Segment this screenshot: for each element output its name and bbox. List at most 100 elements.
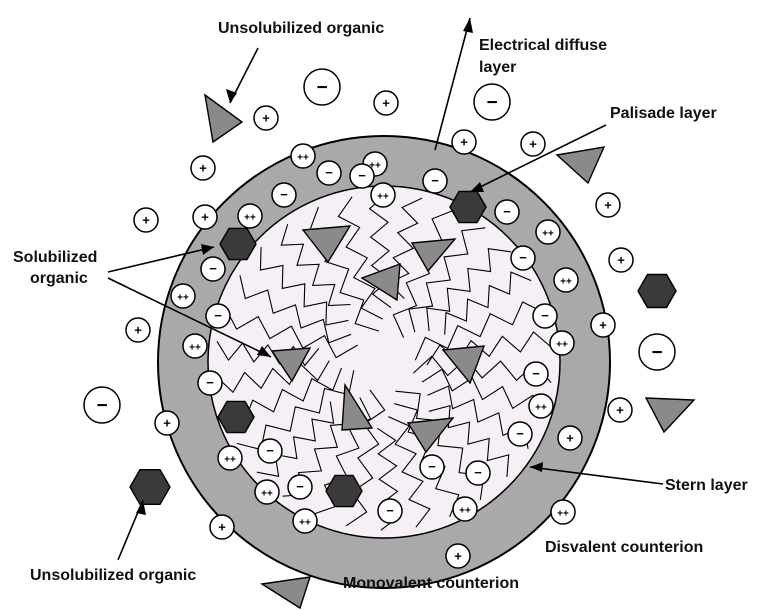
minus-ion-icon: − — [423, 169, 447, 193]
svg-text:+: + — [201, 210, 209, 225]
svg-text:−: − — [516, 426, 524, 441]
divalent-ion-icon: ++ — [293, 509, 317, 533]
minus-ion-icon: − — [511, 246, 535, 270]
plus-ion-icon: + — [193, 205, 217, 229]
svg-text:−: − — [503, 204, 511, 219]
svg-text:++: ++ — [177, 293, 189, 304]
triangle-icon — [557, 147, 604, 183]
svg-text:+: + — [529, 137, 537, 152]
svg-text:++: ++ — [459, 506, 471, 517]
label-monovalent: Monovalent counterion — [343, 575, 519, 592]
minus-ion-icon: − — [495, 200, 519, 224]
svg-text:+: + — [382, 96, 390, 111]
svg-text:−: − — [431, 173, 439, 188]
divalent-ion-icon: ++ — [255, 480, 279, 504]
svg-text:−: − — [296, 479, 304, 494]
plus-ion-icon: + — [609, 248, 633, 272]
svg-text:−: − — [209, 261, 217, 276]
svg-text:+: + — [599, 318, 607, 333]
svg-text:+: + — [142, 213, 150, 228]
label-unsolubilized-bottom: Unsolubilized organic — [30, 567, 196, 584]
svg-text:−: − — [428, 459, 436, 474]
svg-text:−: − — [474, 465, 482, 480]
minus-ion-icon: − — [378, 499, 402, 523]
svg-text:−: − — [266, 443, 274, 458]
svg-text:−: − — [486, 92, 497, 113]
triangle-icon — [646, 398, 694, 432]
divalent-ion-icon: ++ — [550, 331, 574, 355]
minus-ion-icon: − — [288, 475, 312, 499]
minus-ion-icon: − — [350, 164, 374, 188]
plus-ion-icon: + — [126, 318, 150, 342]
svg-text:−: − — [532, 366, 540, 381]
plus-ion-icon: + — [254, 106, 278, 130]
svg-text:+: + — [617, 253, 625, 268]
minus-ion-icon: − — [198, 371, 222, 395]
label-electrical-diffuse-2: layer — [479, 59, 516, 76]
svg-text:+: + — [616, 403, 624, 418]
svg-text:++: ++ — [297, 153, 309, 164]
svg-text:++: ++ — [189, 343, 201, 354]
svg-text:−: − — [651, 342, 662, 363]
plus-ion-icon: + — [452, 130, 476, 154]
label-electrical-diffuse-1: Electrical diffuse — [479, 37, 607, 54]
plus-ion-icon: + — [596, 193, 620, 217]
svg-text:++: ++ — [556, 340, 568, 351]
label-solubilized-2: organic — [30, 270, 88, 287]
label-stern: Stern layer — [665, 477, 748, 494]
minus-ion-icon: − — [201, 257, 225, 281]
minus-ion-icon: − — [304, 69, 340, 105]
plus-ion-icon: + — [191, 156, 215, 180]
divalent-ion-icon: ++ — [536, 220, 560, 244]
minus-ion-icon: − — [420, 455, 444, 479]
plus-ion-icon: + — [210, 515, 234, 539]
divalent-ion-icon: ++ — [453, 497, 477, 521]
divalent-ion-icon: ++ — [238, 204, 262, 228]
svg-text:+: + — [262, 111, 270, 126]
svg-text:++: ++ — [557, 509, 569, 520]
svg-text:−: − — [325, 165, 333, 180]
divalent-ion-icon: ++ — [183, 334, 207, 358]
divalent-ion-icon: ++ — [218, 446, 242, 470]
svg-text:−: − — [280, 187, 288, 202]
divalent-ion-icon: ++ — [371, 183, 395, 207]
minus-ion-icon: − — [272, 183, 296, 207]
plus-ion-icon: + — [155, 411, 179, 435]
svg-text:++: ++ — [244, 213, 256, 224]
minus-ion-icon: − — [639, 334, 675, 370]
svg-text:−: − — [386, 503, 394, 518]
divalent-ion-icon: ++ — [171, 284, 195, 308]
minus-ion-icon: − — [533, 304, 557, 328]
minus-ion-icon: − — [466, 461, 490, 485]
hexagon-icon — [638, 275, 676, 308]
minus-ion-icon: − — [474, 84, 510, 120]
plus-ion-icon: + — [521, 132, 545, 156]
svg-text:++: ++ — [377, 192, 389, 203]
minus-ion-icon: − — [508, 422, 532, 446]
svg-text:++: ++ — [535, 403, 547, 414]
minus-ion-icon: − — [258, 439, 282, 463]
svg-text:−: − — [96, 395, 107, 416]
svg-text:++: ++ — [299, 518, 311, 529]
svg-text:−: − — [358, 168, 366, 183]
hexagon-icon — [130, 470, 170, 505]
plus-ion-icon: + — [558, 426, 582, 450]
svg-text:−: − — [541, 308, 549, 323]
divalent-ion-icon: ++ — [291, 144, 315, 168]
svg-text:−: − — [316, 77, 327, 98]
svg-text:+: + — [199, 161, 207, 176]
label-disvalent: Disvalent counterion — [545, 539, 703, 556]
triangle-icon — [262, 577, 310, 608]
svg-text:++: ++ — [224, 455, 236, 466]
svg-text:++: ++ — [560, 277, 572, 288]
divalent-ion-icon: ++ — [551, 500, 575, 524]
divalent-ion-icon: ++ — [554, 268, 578, 292]
plus-ion-icon: + — [446, 544, 470, 568]
svg-text:−: − — [214, 308, 222, 323]
svg-text:+: + — [460, 135, 468, 150]
minus-ion-icon: − — [84, 387, 120, 423]
label-palisade: Palisade layer — [610, 105, 717, 122]
label-solubilized-1: Solubilized — [13, 249, 97, 266]
svg-text:+: + — [218, 520, 226, 535]
